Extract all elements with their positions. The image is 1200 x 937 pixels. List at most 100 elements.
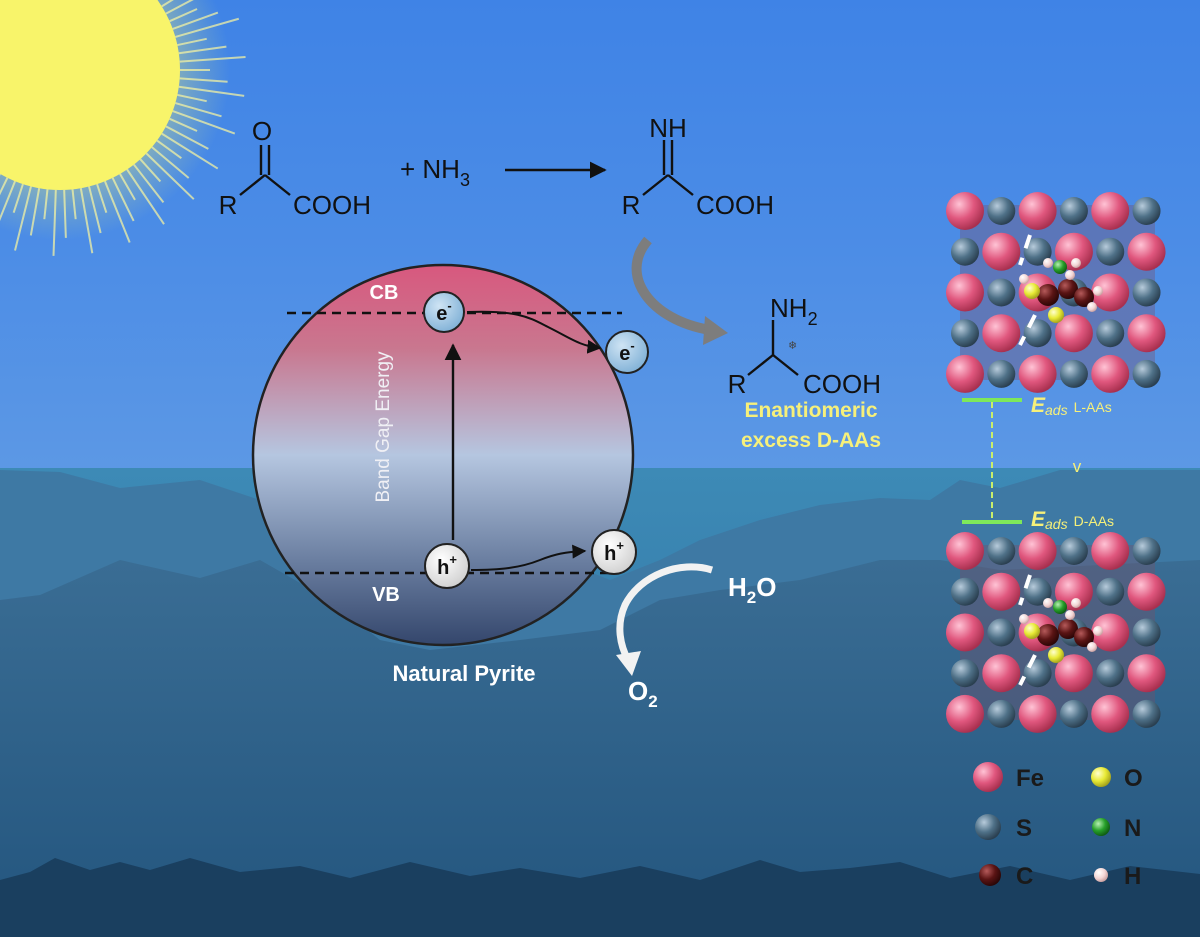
adsorbate-atom (1053, 260, 1067, 274)
water-subscript: 2 (747, 588, 756, 607)
s-atom (1023, 659, 1052, 688)
s-atom (1096, 237, 1125, 266)
sun-ray (165, 125, 209, 150)
adsorbate-atom (1093, 626, 1103, 636)
amino-nh2-label: NH2 (770, 293, 818, 329)
s-atom (1023, 577, 1052, 606)
sun-ray (71, 189, 77, 220)
hole-transfer-arrow (470, 544, 587, 571)
electron-surface (605, 330, 649, 374)
s-atom (1059, 699, 1088, 728)
sun-ray (63, 189, 67, 238)
s-atom (1096, 319, 1125, 348)
amino-r-label: R (728, 369, 747, 399)
vb-label: VB (372, 584, 400, 606)
electron-cb-symbol: e (436, 303, 447, 325)
electron-surface-symbol: e (619, 343, 630, 365)
s-atom (1059, 537, 1088, 565)
sun-ray (145, 152, 195, 200)
fe-atom (982, 314, 1021, 353)
fe-atom (1127, 314, 1166, 353)
adsorbate-atom (1074, 287, 1094, 307)
nh3-subscript: 3 (460, 170, 470, 190)
sun-ray (0, 180, 16, 222)
eads-d-e: E (1031, 508, 1046, 531)
sun-ray (161, 0, 174, 8)
fe-atom (1018, 694, 1057, 733)
s-atom (987, 699, 1016, 728)
sun-ray (161, 132, 219, 170)
s-atom (1132, 359, 1161, 388)
reactant-cooh-label: COOH (293, 190, 371, 220)
cb-label: CB (370, 282, 399, 304)
sun-ray (0, 177, 9, 196)
fe-atom (946, 532, 984, 570)
water-oxidation-arrowhead (616, 651, 641, 676)
band-gap-label: Band Gap Energy (373, 351, 394, 503)
amino-acid-structure (747, 320, 799, 376)
hole-surface-charge: + (616, 538, 624, 553)
adsorbate-atom (1037, 284, 1059, 306)
adsorbate-atom (1071, 258, 1081, 268)
hole-surface (591, 529, 637, 575)
fe-atom (1091, 694, 1130, 733)
fe-atom (946, 613, 984, 652)
reactant-oxygen-label: O (252, 116, 272, 146)
slab-model-d-aas (946, 532, 1166, 733)
oxygen-subscript: 2 (648, 692, 657, 711)
sun-ray (104, 180, 131, 243)
amino-nh: NH (770, 293, 808, 323)
natural-pyrite-label: Natural Pyrite (392, 661, 535, 686)
fe-atom (1091, 273, 1130, 312)
ketoacid-structure (239, 145, 291, 196)
amino-nh2-subscript: 2 (808, 309, 818, 329)
s-atom (1023, 319, 1052, 348)
atom-legend: Fe O S N C H (973, 762, 1143, 890)
fe-atom (1018, 192, 1057, 230)
hole-vb (424, 543, 470, 589)
legend-s-label: S (1016, 815, 1032, 842)
fe-atom (1054, 314, 1093, 353)
fe-atom (1127, 654, 1166, 693)
adsorbate-atom (1048, 647, 1064, 663)
sun-ray (179, 56, 246, 63)
sun-ray (179, 77, 228, 83)
fe-atom (1018, 532, 1057, 570)
s-atom (1059, 359, 1088, 388)
adsorbate-atom (1019, 614, 1029, 624)
legend-s-swatch (975, 814, 1001, 840)
legend-o-swatch (1091, 767, 1111, 787)
surface-bond (1018, 234, 1037, 346)
ee-label-line2: excess D-AAs (741, 429, 881, 452)
fe-atom (1054, 572, 1093, 611)
fe-atom (1054, 232, 1093, 271)
plus-nh: + NH (400, 154, 460, 184)
sun-ray (178, 45, 227, 55)
s-atom (1096, 577, 1125, 606)
sun-ray (139, 158, 162, 183)
seafloor (0, 560, 1200, 937)
pyrite-particle (251, 263, 635, 647)
adsorbate-atom (1024, 283, 1040, 299)
imine-cooh-label: COOH (696, 190, 774, 220)
sun-ray (96, 183, 108, 213)
eads-l-e: E (1031, 394, 1046, 417)
legend-fe-label: Fe (1016, 765, 1044, 792)
legend-c-label: C (1016, 863, 1033, 890)
adsorbate-atom (1053, 600, 1067, 614)
fe-atom (1091, 613, 1130, 652)
legend-n-swatch (1092, 818, 1110, 836)
adsorbate-atom (1043, 258, 1053, 268)
sun-ray (12, 183, 24, 213)
fe-atom (982, 654, 1021, 693)
sun-ray (165, 0, 194, 15)
sun-ray (151, 146, 190, 179)
eads-l-sub: ads (1045, 402, 1068, 418)
reactant-r-label: R (219, 190, 238, 220)
s-atom (951, 577, 979, 606)
eads-d-aas: D-AAs (1074, 513, 1114, 529)
